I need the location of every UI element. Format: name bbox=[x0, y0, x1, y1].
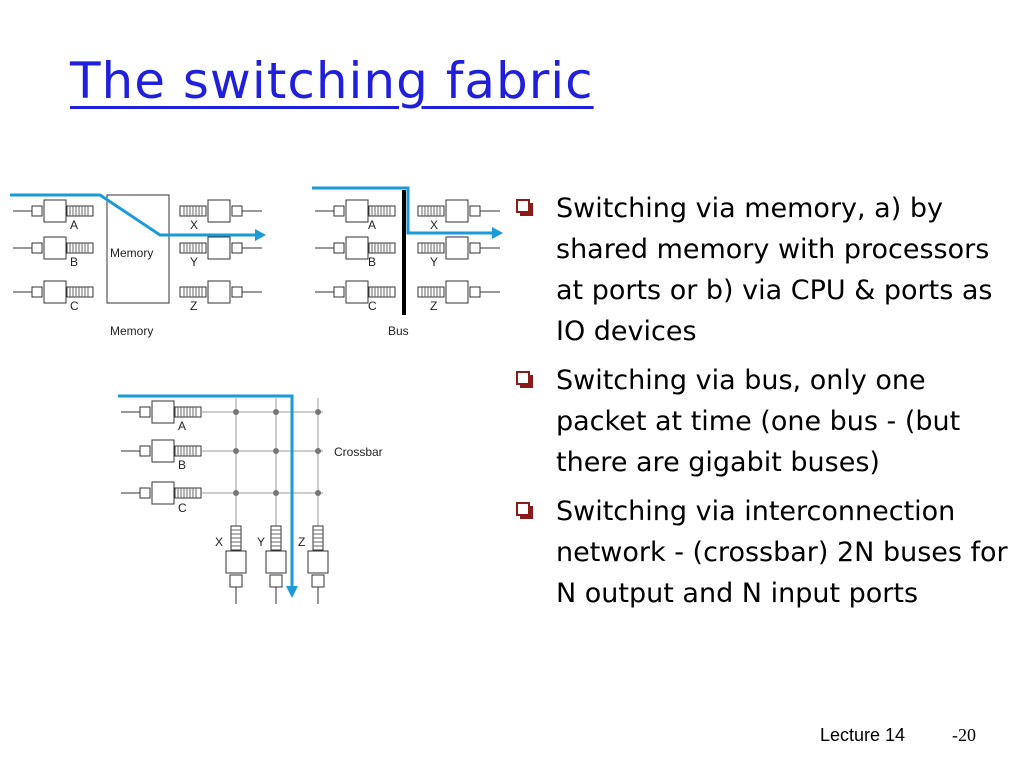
output-label-y: Y bbox=[190, 255, 198, 269]
input-port-c bbox=[315, 280, 396, 304]
memory-switching-diagram: A B C X Y Z Memory Memory bbox=[10, 185, 280, 349]
memory-caption: Memory bbox=[110, 324, 153, 338]
output-label-y: Y bbox=[257, 535, 265, 549]
bullet-text: Switching via memory, a) by shared memor… bbox=[556, 193, 993, 347]
output-label-y: Y bbox=[430, 255, 438, 269]
input-label-a: A bbox=[70, 218, 78, 232]
input-port-a bbox=[315, 199, 396, 223]
memory-box-label: Memory bbox=[110, 246, 153, 260]
crossbar-caption: Crossbar bbox=[334, 445, 383, 459]
output-label-z: Z bbox=[430, 299, 437, 313]
input-port-a bbox=[13, 199, 94, 223]
input-label-b: B bbox=[368, 255, 376, 269]
memory-path bbox=[10, 193, 255, 237]
bullet-item: Switching via memory, a) by shared memor… bbox=[512, 188, 1018, 352]
input-label-c: C bbox=[70, 299, 79, 313]
input-label-a: A bbox=[178, 419, 186, 433]
bullet-icon bbox=[516, 371, 533, 388]
bullet-item: Switching via interconnection network - … bbox=[512, 491, 1018, 614]
crossbar-grid bbox=[201, 398, 323, 528]
bullet-icon bbox=[516, 199, 533, 216]
bullet-text: Switching via bus, only one packet at ti… bbox=[556, 365, 961, 478]
slide-title: The switching fabric bbox=[70, 52, 594, 110]
input-label-b: B bbox=[70, 255, 78, 269]
input-port-c bbox=[121, 481, 202, 505]
bullet-text: Switching via interconnection network - … bbox=[556, 496, 1008, 609]
output-label-z: Z bbox=[190, 299, 197, 313]
input-label-c: C bbox=[368, 299, 377, 313]
input-port-a bbox=[121, 400, 202, 424]
output-label-x: X bbox=[190, 218, 198, 232]
input-port-c bbox=[13, 280, 94, 304]
memory-box bbox=[106, 194, 170, 304]
page-number: -20 bbox=[952, 725, 976, 745]
bullet-icon bbox=[516, 502, 533, 519]
output-label-z: Z bbox=[298, 535, 305, 549]
crossbar-switching-diagram: A B C X Y Z Crossbar bbox=[118, 388, 418, 622]
input-port-b bbox=[315, 236, 396, 260]
output-port-z bbox=[179, 280, 262, 304]
input-label-a: A bbox=[368, 218, 376, 232]
crosspoints bbox=[233, 409, 321, 496]
crossbar-path bbox=[118, 394, 294, 586]
bus-path bbox=[312, 186, 492, 235]
input-port-b bbox=[121, 439, 202, 463]
lecture-label: Lecture 14 bbox=[820, 725, 906, 745]
output-label-x: X bbox=[215, 535, 223, 549]
bus-switching-diagram: A B C X Y Z Bus bbox=[312, 185, 512, 349]
input-label-b: B bbox=[178, 458, 186, 472]
output-label-x: X bbox=[430, 218, 438, 232]
bullet-list: Switching via memory, a) by shared memor… bbox=[512, 188, 1018, 622]
bus-caption: Bus bbox=[388, 324, 409, 338]
bullet-item: Switching via bus, only one packet at ti… bbox=[512, 360, 1018, 483]
input-port-b bbox=[13, 236, 94, 260]
input-label-c: C bbox=[178, 501, 187, 515]
